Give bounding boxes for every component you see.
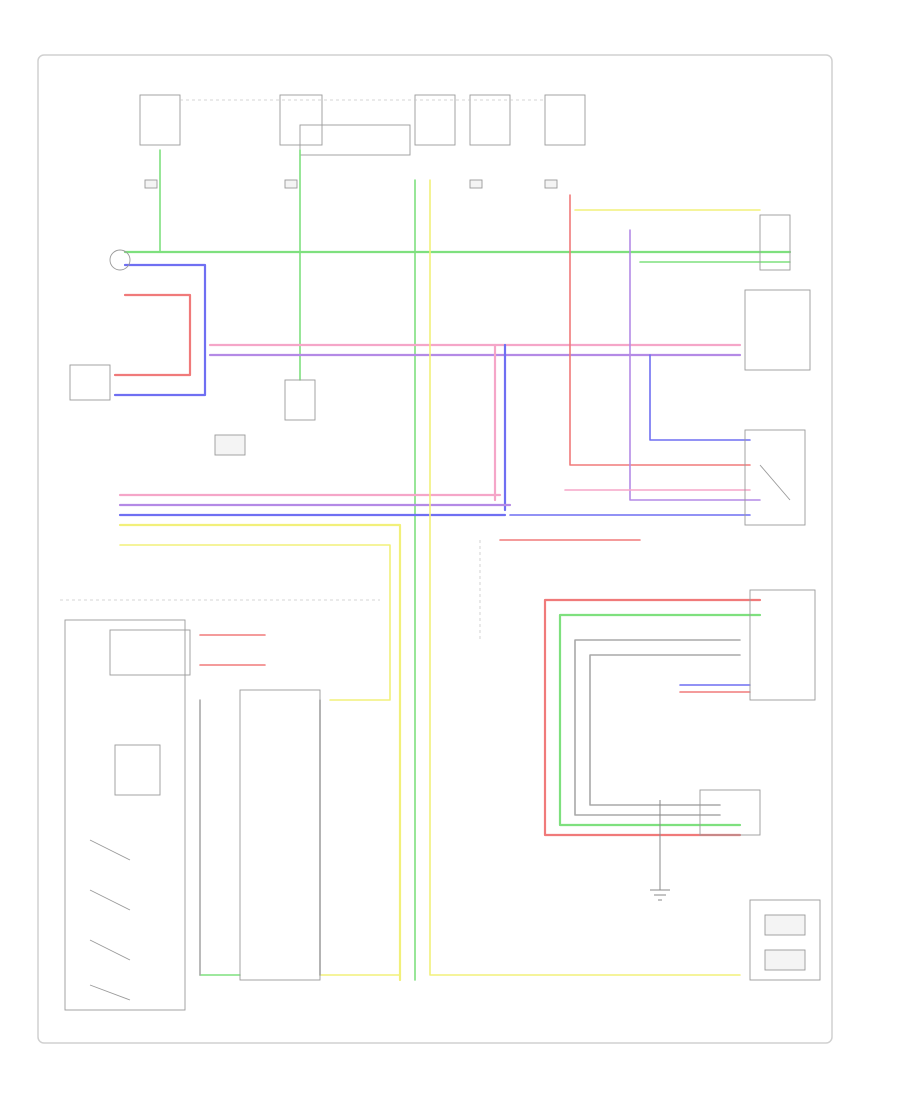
control-contact-4 — [89, 984, 131, 1001]
wires — [113, 149, 792, 982]
wire-bundle-yellow — [118, 523, 402, 982]
control-module — [64, 619, 321, 1011]
wire-blue-left-loop — [113, 263, 207, 397]
wire-green-module-loop — [558, 613, 762, 827]
fuse-tab-4 — [469, 179, 483, 189]
wire-yellow-long-right — [429, 179, 741, 976]
fuse-box-1 — [139, 94, 181, 146]
wire-red-right-drop — [569, 194, 751, 466]
relay-mid — [214, 379, 316, 456]
wire-red-left-loop — [113, 293, 192, 377]
fuse-box-2 — [279, 94, 323, 146]
ecm-connector — [699, 589, 821, 981]
left-connector — [109, 249, 131, 271]
right-unit-box — [744, 289, 811, 371]
wire-red-module-loop — [543, 598, 762, 837]
control-contact-2 — [89, 889, 131, 911]
switch-block — [744, 429, 806, 526]
control-switch-box — [109, 629, 191, 676]
fuse-box-3 — [414, 94, 456, 146]
wire-yellow-lower — [119, 544, 391, 701]
wire-gray-module-1 — [574, 639, 741, 816]
ecm-pin-block — [699, 789, 761, 836]
wire-purple-right — [629, 229, 761, 501]
ground-bottom — [650, 800, 670, 901]
right-relay-inner-2 — [764, 949, 806, 971]
right-relay-box — [749, 899, 821, 981]
fuse-box-5 — [544, 94, 586, 146]
control-contact-3 — [89, 939, 131, 961]
right-relay-inner-1 — [764, 914, 806, 936]
relay-small-box — [214, 434, 246, 456]
wire-gray-module-2 — [589, 654, 741, 806]
wire-blue-right — [649, 354, 751, 441]
left-module — [69, 249, 131, 401]
switch-block-box — [744, 429, 806, 526]
fuse-bridge — [299, 124, 411, 156]
control-module-box — [64, 619, 186, 1011]
top-fuse-row — [139, 94, 586, 189]
ecm-connector-box — [749, 589, 816, 701]
diagram-frame — [37, 54, 833, 1044]
fuse-tab-5 — [544, 179, 558, 189]
relay-mid-box — [284, 379, 316, 421]
left-module-box — [69, 364, 111, 401]
fuse-tab-1 — [144, 179, 158, 189]
right-sensor-box — [759, 214, 791, 271]
control-contact-1 — [89, 839, 131, 861]
fuse-tab-2 — [284, 179, 298, 189]
fuse-box-4 — [469, 94, 511, 146]
control-unit-box — [239, 689, 321, 981]
right-sensor — [744, 214, 811, 371]
switch-contact — [759, 464, 791, 501]
control-module-inner — [114, 744, 161, 796]
